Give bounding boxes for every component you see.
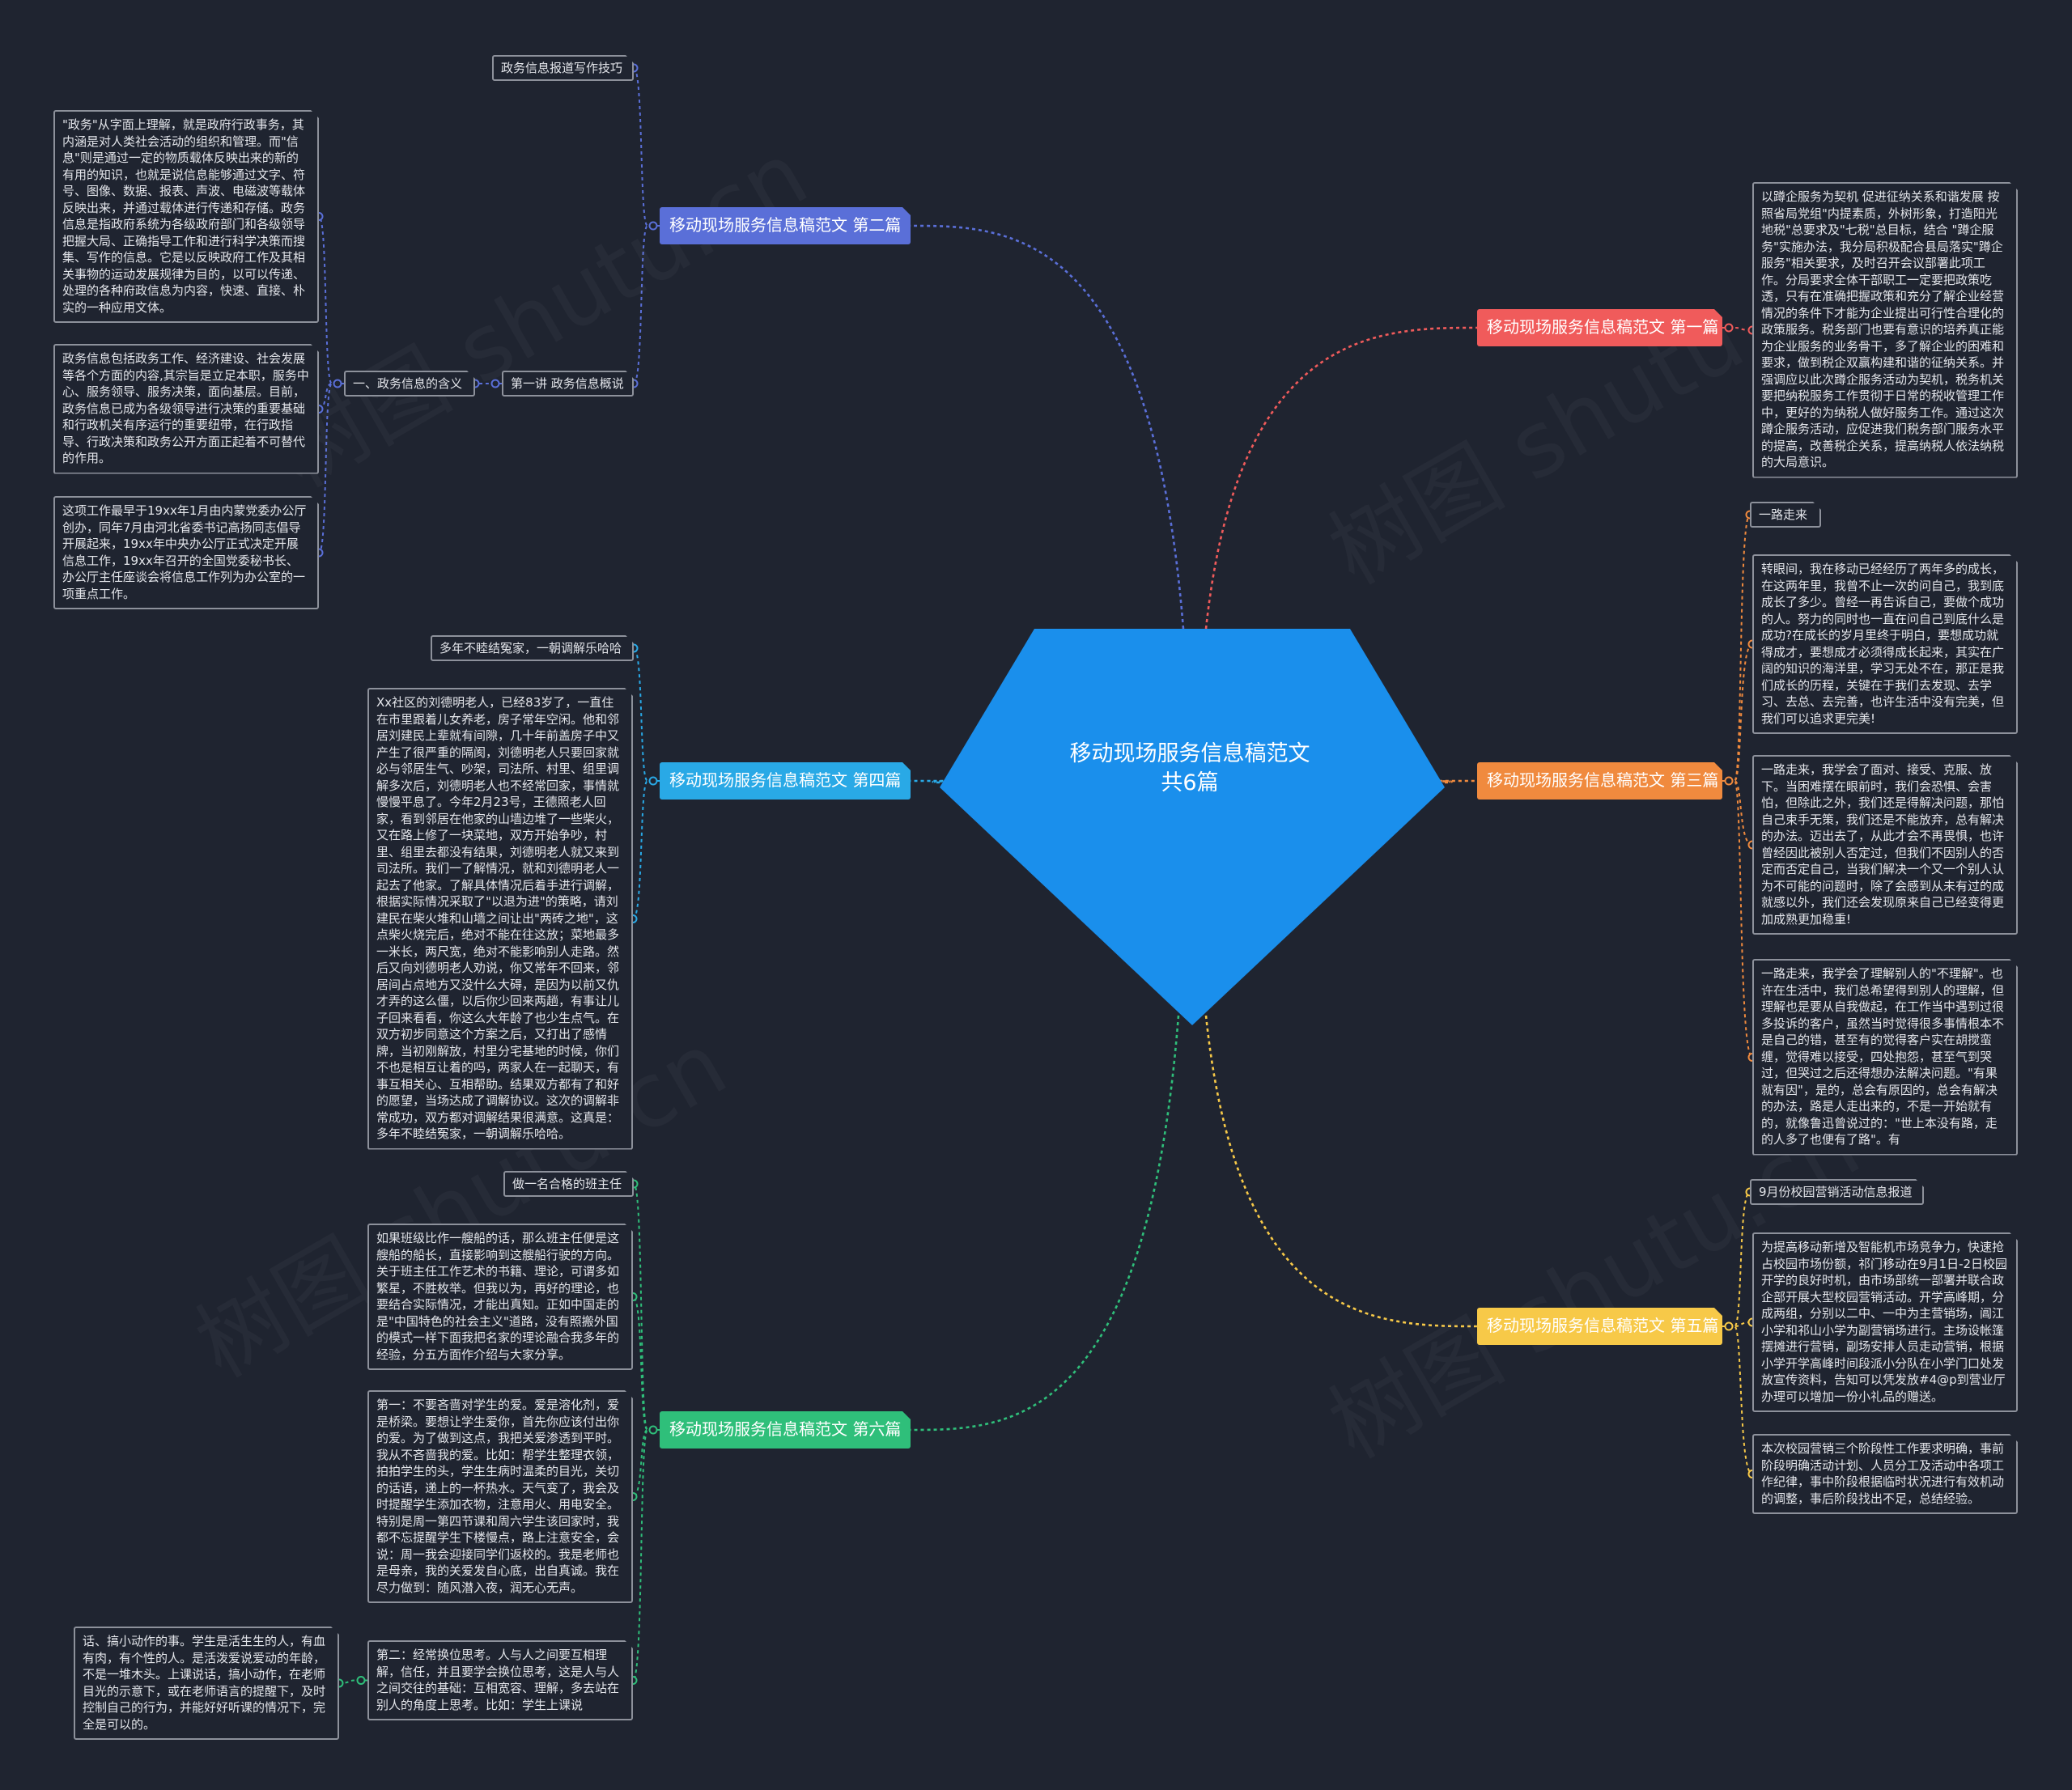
branch-3-label-1[interactable]: 一路走来 <box>1750 502 1821 528</box>
center-topic[interactable]: 移动现场服务信息稿范文 共6篇 <box>1016 740 1364 798</box>
connector-line <box>632 780 660 920</box>
connector-line <box>910 1015 1180 1432</box>
branch-5-label-1[interactable]: 9月份校园营销活动信息报道 <box>1750 1179 1924 1205</box>
branch-5-text-1[interactable]: 为提高移动新增及智能机市场竞争力，快速抢占校园市场份额，祁门移动在9月1日-2日… <box>1752 1232 2018 1412</box>
connector-line <box>632 1429 660 1682</box>
connector-dot <box>648 221 658 231</box>
branch-3-text-3[interactable]: 一路走来，我学会了理解别人的"不理解"。也许在生活中，我们总希望得到别人的理解，… <box>1752 959 2018 1156</box>
center-title-line1: 移动现场服务信息稿范文 <box>1069 741 1310 766</box>
connector-line <box>633 647 660 782</box>
center-title-line2: 共6篇 <box>1161 770 1219 795</box>
connector-line <box>318 215 344 384</box>
connector-dot <box>490 379 500 388</box>
connector-dot <box>1724 1321 1734 1331</box>
branch-3-text-2[interactable]: 一路走来，我学会了面对、接受、克服、放下。当困难摆在眼前时，我们会恐惧、会害怕，… <box>1752 755 2018 935</box>
branch-3-text-1[interactable]: 转眼间，我在移动已经经历了两年多的成长，在这两年里，我曾不止一次的问自己，我到底… <box>1752 554 2018 734</box>
connector-line <box>633 67 660 227</box>
branch-2-label-3[interactable]: 一、政务信息的含义 <box>344 371 475 397</box>
branch-4-label-1[interactable]: 多年不睦结冤家，一朝调解乐哈哈 <box>431 635 634 661</box>
branch-6[interactable]: 移动现场服务信息稿范文 第六篇 <box>660 1411 911 1449</box>
branch-1[interactable]: 移动现场服务信息稿范文 第一篇 <box>1477 309 1722 346</box>
connector-line <box>1204 326 1478 630</box>
branch-6-text-1[interactable]: 如果班级比作一艘船的话，那么班主任便是这艘船的船长，直接影响到这艘船行驶的方向。… <box>367 1224 633 1370</box>
branch-2-text-3[interactable]: 这项工作最早于19xx年1月由内蒙党委办公厅创办，同年7月由河北省委书记高扬同志… <box>53 496 319 609</box>
connector-dot <box>356 1676 366 1685</box>
connector-line <box>1722 780 1753 1058</box>
branch-6-text-4[interactable]: 话、搞小动作的事。学生是活生生的人，有血有肉，有个性的人。是活泼爱说爱动的年龄，… <box>74 1627 339 1740</box>
connector-dot <box>333 379 342 388</box>
branch-6-text-2[interactable]: 第一：不要吝啬对学生的爱。爱是溶化剂，爱是桥梁。要想让学生爱你，首先你应该付出你… <box>367 1390 633 1603</box>
connector-dot <box>648 1425 658 1435</box>
branch-4[interactable]: 移动现场服务信息稿范文 第四篇 <box>660 762 911 800</box>
branch-2-label-1[interactable]: 政务信息报道写作技巧 <box>492 55 634 81</box>
branch-3[interactable]: 移动现场服务信息稿范文 第三篇 <box>1477 762 1722 800</box>
connector-line <box>632 1429 660 1498</box>
connector-line <box>1722 780 1753 846</box>
branch-5-text-2[interactable]: 本次校园营销三个阶段性工作要求明确，事前阶段明确活动计划、人员分工及活动中各项工… <box>1752 1434 2018 1514</box>
connector-line <box>318 383 344 554</box>
connector-line <box>1722 514 1751 782</box>
center-shape <box>940 629 1445 1025</box>
connector-line <box>910 224 1185 630</box>
connector-line <box>632 1296 660 1431</box>
branch-2-text-1[interactable]: "政务"从字面上理解，就是政府行政事务，其内涵是对人类社会活动的组织和管理。而"… <box>53 110 319 323</box>
branch-6-label-1[interactable]: 做一名合格的班主任 <box>503 1171 634 1197</box>
connector-line <box>1722 1191 1751 1327</box>
connector-dot <box>1724 323 1734 333</box>
branch-2[interactable]: 移动现场服务信息稿范文 第二篇 <box>660 207 911 244</box>
connector-dot <box>648 776 658 786</box>
connector-line <box>1204 1015 1478 1328</box>
branch-6-text-3[interactable]: 第二：经常换位思考。人与人之间要互相理解，信任，并且要学会换位思考，这是人与人之… <box>367 1640 633 1720</box>
connector-dot <box>1724 776 1734 786</box>
connector-line <box>1722 1326 1753 1475</box>
connector-line <box>633 225 660 384</box>
branch-5[interactable]: 移动现场服务信息稿范文 第五篇 <box>1477 1308 1722 1345</box>
branch-2-label-2[interactable]: 第一讲 政务信息概说 <box>502 371 634 397</box>
branch-1-text-1[interactable]: 以蹲企服务为契机 促进征纳关系和谐发展 按照省局党组"内提素质，外树形象，打造阳… <box>1752 182 2018 478</box>
branch-4-text-1[interactable]: Xx社区的刘德明老人，已经83岁了，一直住在市里跟着儿女养老，房子常年空闲。他和… <box>367 688 633 1150</box>
branch-2-text-2[interactable]: 政务信息包括政务工作、经济建设、社会发展等各个方面的内容,其宗旨是立足本职，服务… <box>53 344 319 474</box>
connector-line <box>633 1183 660 1431</box>
